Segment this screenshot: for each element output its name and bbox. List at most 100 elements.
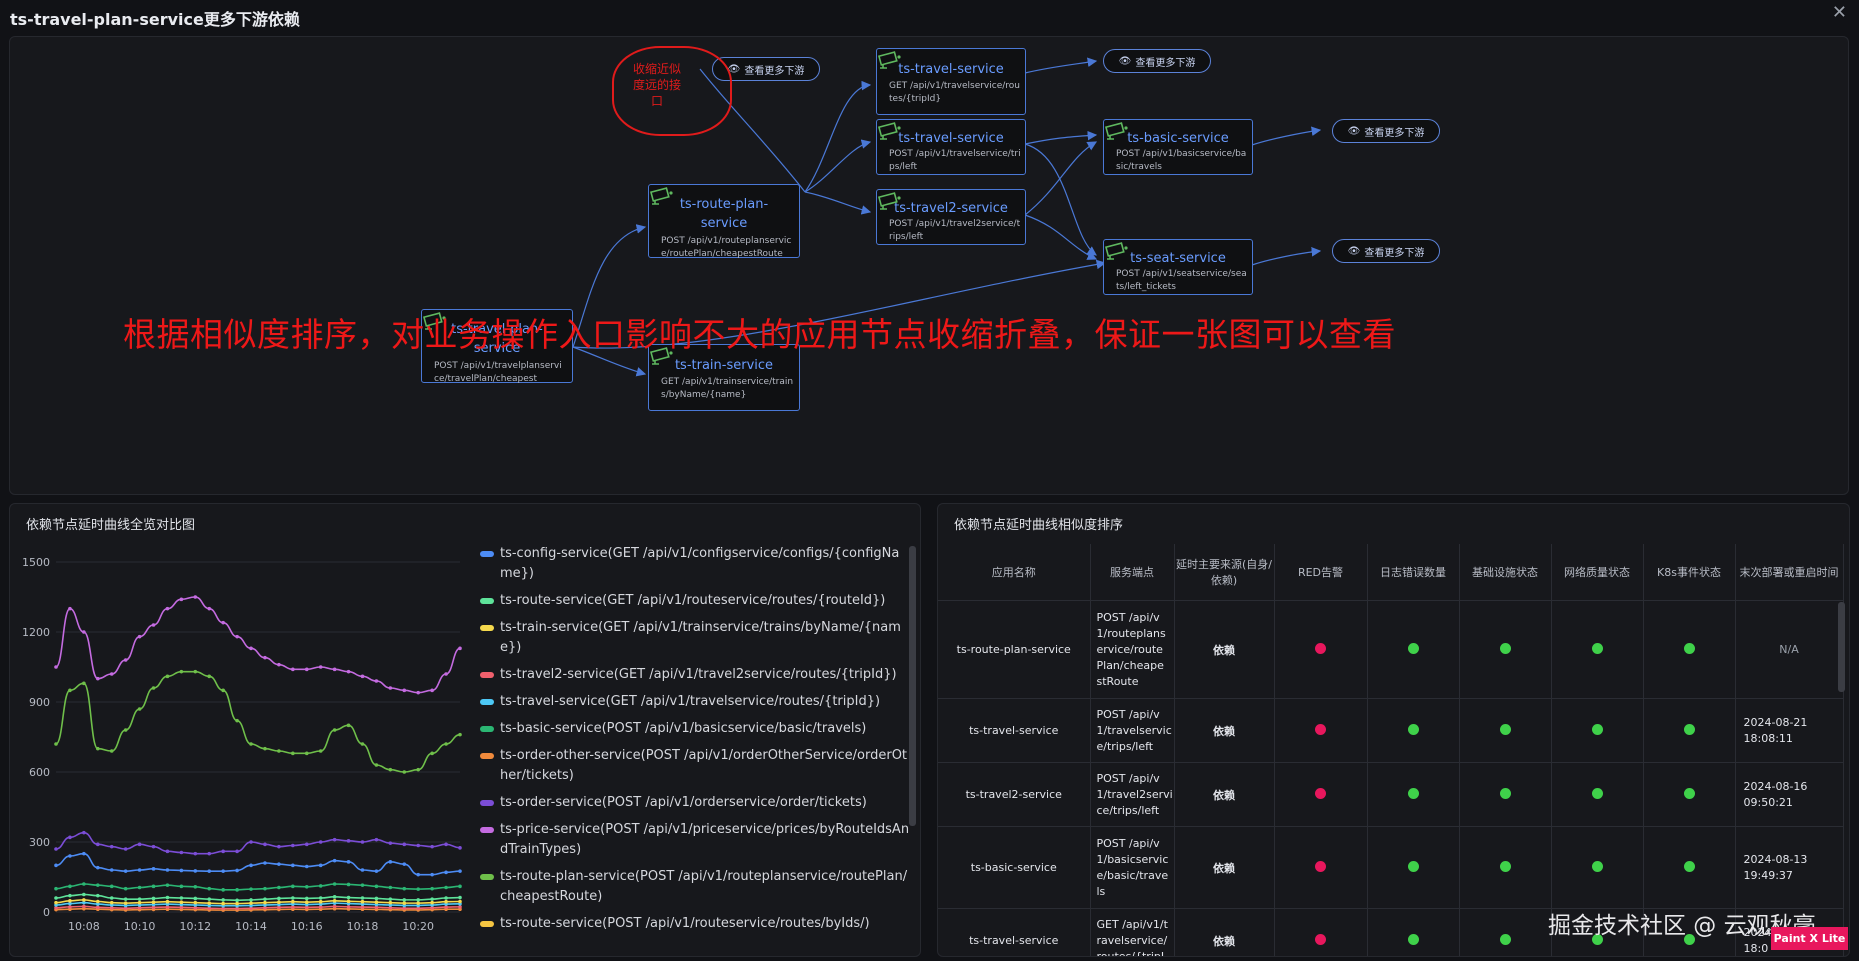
- legend-item[interactable]: ts-config-service(GET /api/v1/configserv…: [480, 544, 910, 584]
- node-endpoint: GET /api/v1/travelservice/rou: [889, 81, 1020, 91]
- column-header[interactable]: 基础设施状态: [1459, 544, 1552, 601]
- node-ts-train-service[interactable]: ts-train-service GET /api/v1/trainservic…: [648, 344, 800, 411]
- data-point: [374, 896, 379, 901]
- column-header[interactable]: K8s事件状态: [1643, 544, 1736, 601]
- endpoint-line: ravelservice/: [1096, 933, 1168, 947]
- endpoint-line: routes/{tripI: [1096, 949, 1165, 957]
- latency-source-cell: 依赖: [1174, 762, 1275, 827]
- infra-status-cell: [1459, 908, 1552, 956]
- data-point: [249, 898, 253, 902]
- data-point: [179, 868, 184, 873]
- legend-label: ts-travel2-service(GET /api/v1/travel2se…: [500, 667, 897, 682]
- legend-item[interactable]: ts-order-service(POST /api/v1/orderservi…: [480, 793, 910, 813]
- data-point: [430, 751, 434, 756]
- data-point: [109, 672, 114, 676]
- endpoint-line: 1/travel2servi: [1096, 787, 1173, 801]
- column-header[interactable]: 网络质量状态: [1551, 544, 1644, 601]
- data-point: [193, 900, 198, 905]
- data-point: [332, 882, 337, 886]
- data-point: [137, 906, 142, 910]
- column-header[interactable]: 末次部署或重启时间: [1735, 544, 1844, 601]
- data-point: [346, 723, 351, 728]
- alert-status-dot: [1315, 787, 1326, 799]
- node-ts-travel-plan-service[interactable]: ts-travel-plan- service POST /api/v1/tra…: [421, 309, 573, 384]
- data-point: [402, 770, 407, 774]
- legend-swatch: [480, 921, 494, 927]
- legend-item[interactable]: ts-travel-service(GET /api/v1/travelserv…: [480, 692, 910, 712]
- data-point: [444, 885, 448, 890]
- legend-item[interactable]: ts-price-service(POST /api/v1/priceservi…: [480, 820, 910, 860]
- table-header-row: 应用名称服务端点延时主要来源(自身/依赖)RED告警日志错误数量基础设施状态网络…: [938, 544, 1844, 601]
- node-title: ts-basic-service: [1127, 131, 1229, 146]
- node-ts-route-plan-service[interactable]: ts-route-plan- service POST /api/v1/rout…: [648, 184, 800, 259]
- net-status-cell: [1551, 600, 1644, 699]
- column-header[interactable]: 应用名称: [938, 544, 1091, 601]
- latency-source-cell: 依赖: [1174, 698, 1275, 763]
- table-scrollbar[interactable]: [1838, 602, 1845, 692]
- legend-item[interactable]: ts-route-service(GET /api/v1/routeservic…: [480, 591, 910, 611]
- infra-status-cell: [1459, 698, 1552, 763]
- data-point: [95, 883, 100, 887]
- view-more-downstream-button[interactable]: 👁查看更多下游: [712, 57, 820, 81]
- data-point: [374, 837, 379, 842]
- endpoint-line: 1/routeplans: [1096, 626, 1166, 640]
- data-point: [318, 884, 323, 888]
- data-point: [263, 746, 267, 751]
- legend-item[interactable]: ts-route-service(POST /api/v1/routeservi…: [480, 914, 910, 934]
- data-point: [221, 620, 225, 625]
- x-tick-label: 10:14: [235, 920, 267, 933]
- data-point: [416, 767, 421, 772]
- column-header[interactable]: 延时主要来源(自身/依赖): [1174, 544, 1275, 601]
- close-icon[interactable]: ✕: [1831, 2, 1847, 23]
- endpoint-line: e/trips/left: [1096, 739, 1154, 753]
- data-point: [360, 840, 365, 844]
- data-point: [95, 902, 100, 906]
- view-more-downstream-button[interactable]: 👁查看更多下游: [1103, 49, 1211, 73]
- data-point: [263, 886, 267, 891]
- node-ts-basic-service[interactable]: ts-basic-service POST /api/v1/basicservi…: [1103, 119, 1253, 175]
- topology-panel: ts-travel-plan- service POST /api/v1/tra…: [9, 36, 1849, 495]
- node-ts-seat-service[interactable]: ts-seat-service POST /api/v1/seatservice…: [1103, 239, 1253, 295]
- view-more-downstream-button[interactable]: 👁查看更多下游: [1332, 119, 1440, 143]
- edge-travelplan-train: [572, 346, 647, 377]
- data-point: [151, 867, 156, 871]
- column-header[interactable]: 日志错误数量: [1367, 544, 1460, 601]
- endpoint-line: e/basic/trave: [1096, 868, 1169, 882]
- data-point: [402, 842, 407, 847]
- edge-travelplan-routeplan: [572, 224, 647, 348]
- legend-label: ts-order-service(POST /api/v1/orderservi…: [500, 795, 867, 810]
- legend-item[interactable]: ts-train-service(GET /api/v1/trainservic…: [480, 618, 910, 658]
- column-header[interactable]: 服务端点: [1090, 544, 1175, 601]
- data-point: [151, 905, 156, 910]
- node-ts-travel-service-left[interactable]: ts-travel-service POST /api/v1/travelser…: [876, 119, 1026, 175]
- data-point: [332, 899, 337, 903]
- data-point: [82, 851, 86, 856]
- node-ts-travel-service-routes[interactable]: ts-travel-service GET /api/v1/travelserv…: [876, 48, 1026, 115]
- view-more-downstream-button[interactable]: 👁查看更多下游: [1332, 239, 1440, 263]
- column-header[interactable]: RED告警: [1274, 544, 1368, 601]
- x-tick-label: 10:10: [124, 920, 156, 933]
- data-point: [221, 849, 225, 854]
- node-ts-travel2-service[interactable]: ts-travel2-service POST /api/v1/travel2s…: [876, 189, 1026, 245]
- data-point: [165, 674, 170, 679]
- data-point: [137, 707, 142, 711]
- legend-item[interactable]: ts-route-plan-service(POST /api/v1/route…: [480, 867, 910, 907]
- data-point: [68, 606, 72, 611]
- k8s-status-cell: [1643, 698, 1736, 763]
- data-point: [332, 728, 337, 732]
- legend-item[interactable]: ts-travel2-service(GET /api/v1/travel2se…: [480, 665, 910, 685]
- legend-item[interactable]: ts-basic-service(POST /api/v1/basicservi…: [480, 719, 910, 739]
- legend-label: ts-basic-service(POST /api/v1/basicservi…: [500, 721, 867, 736]
- legend-item[interactable]: ts-order-other-service(POST /api/v1/orde…: [480, 746, 910, 786]
- data-point: [430, 906, 434, 910]
- legend-swatch: [480, 874, 494, 880]
- data-point: [263, 842, 267, 847]
- legend-scrollbar[interactable]: [909, 546, 916, 826]
